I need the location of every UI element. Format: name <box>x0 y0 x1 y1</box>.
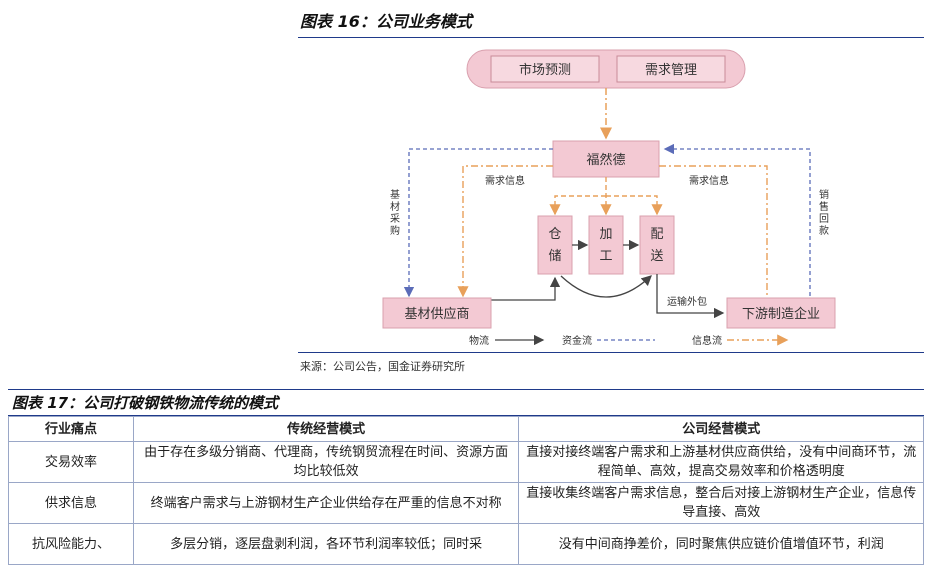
header-traditional-model: 传统经营模式 <box>132 416 520 442</box>
company-label: 福然德 <box>586 152 625 168</box>
figure16-title: 图表 16：公司业务模式 <box>300 12 472 31</box>
header-company-model: 公司经营模式 <box>518 416 924 442</box>
processing-char-2: 工 <box>599 249 612 264</box>
demand-mgmt-label: 需求管理 <box>645 63 697 78</box>
manufacturer-label: 下游制造企业 <box>742 306 820 322</box>
delivery-char-2: 送 <box>650 249 663 264</box>
legend-info-label: 信息流 <box>692 334 722 347</box>
business-model-diagram: 市场预测 需求管理 福然德 基 材 采 购 销 售 回 款 需求信息 需求信息 … <box>382 49 836 347</box>
market-forecast-label: 市场预测 <box>519 62 571 78</box>
base-purchase-char-4: 购 <box>390 224 400 237</box>
sales-payment-char-1: 销 <box>819 188 829 201</box>
transport-label: 运输外包 <box>667 295 707 308</box>
table-row: 抗风险能力、 多层分销，逐层盘剥利润，各环节利润率较低；同时采 没有中间商挣差价… <box>8 523 924 565</box>
delivery-box <box>639 215 675 275</box>
company-to-warehouse-arrow <box>549 195 606 216</box>
base-purchase-char-2: 材 <box>390 200 400 213</box>
sales-payment-char-4: 款 <box>819 224 829 237</box>
legend-material-label: 物流 <box>469 334 489 347</box>
cell-company: 没有中间商挣差价，同时聚焦供应链价值增值环节，利润 <box>518 523 924 565</box>
cell-company: 直接对接终端客户需求和上游基材供应商供给，没有中间商环节，流程简单、高效，提高交… <box>518 441 924 483</box>
figure17-top-rule <box>8 389 924 390</box>
warehouse-char-2: 储 <box>548 249 561 264</box>
company-box <box>552 140 660 178</box>
supplier-label: 基材供应商 <box>404 306 469 322</box>
cell-pain-point: 抗风险能力、 <box>8 523 134 565</box>
warehouse-to-delivery-curve <box>560 275 652 298</box>
cell-traditional: 多层分销，逐层盘剥利润，各环节利润率较低；同时采 <box>132 523 520 565</box>
demand-info-left-label: 需求信息 <box>485 174 525 187</box>
table-row: 供求信息 终端客户需求与上游钢材生产企业供给存在严重的信息不对称 直接收集终端客… <box>8 482 924 524</box>
base-purchase-capital-line <box>403 148 553 298</box>
warehouse-box <box>537 215 573 275</box>
figure16-source: 来源：公司公告，国金证券研究所 <box>300 360 465 373</box>
figure17-title: 图表 17：公司打破钢铁物流传统的模式 <box>12 394 279 412</box>
supplier-box <box>382 297 492 329</box>
warehouse-char-1: 仓 <box>548 227 561 242</box>
figure17-title-rule <box>8 415 924 416</box>
cell-traditional: 由于存在多级分销商、代理商，传统钢贸流程在时间、资源方面均比较低效 <box>132 441 520 483</box>
demand-info-right-line <box>659 165 768 296</box>
market-forecast-box <box>490 55 600 83</box>
demand-mgmt-box <box>616 55 726 83</box>
legend-capital-label: 资金流 <box>562 334 592 347</box>
manufacturer-box <box>726 297 836 329</box>
supplier-to-warehouse-arrow <box>465 276 561 301</box>
sales-payment-capital-line <box>663 143 811 296</box>
demand-info-left-line <box>457 165 553 298</box>
company-to-delivery-arrow <box>606 195 663 216</box>
demand-info-right-label: 需求信息 <box>689 174 729 187</box>
header-pain-point: 行业痛点 <box>8 416 134 442</box>
cell-pain-point: 供求信息 <box>8 482 134 524</box>
table-row: 交易效率 由于存在多级分销商、代理商，传统钢贸流程在时间、资源方面均比较低效 直… <box>8 441 924 483</box>
table-header-row: 行业痛点 传统经营模式 公司经营模式 <box>8 416 924 442</box>
delivery-to-manufacturer-arrow <box>656 274 725 319</box>
delivery-char-1: 配 <box>650 227 663 242</box>
business-model-table: 行业痛点 传统经营模式 公司经营模式 交易效率 由于存在多级分销商、代理商，传统… <box>8 416 924 565</box>
cell-company: 直接收集终端客户需求信息，整合后对接上游钢材生产企业，信息传导直接、高效 <box>518 482 924 524</box>
base-purchase-char-1: 基 <box>390 188 400 201</box>
sales-payment-char-3: 回 <box>819 213 829 225</box>
processing-box <box>588 215 624 275</box>
cell-pain-point: 交易效率 <box>8 441 134 483</box>
figure16-top-rule <box>298 37 924 38</box>
processing-char-1: 加 <box>599 227 612 242</box>
sales-payment-char-2: 售 <box>819 200 829 213</box>
base-purchase-char-3: 采 <box>390 213 400 225</box>
figure16-bottom-rule <box>298 352 924 353</box>
cell-traditional: 终端客户需求与上游钢材生产企业供给存在严重的信息不对称 <box>132 482 520 524</box>
